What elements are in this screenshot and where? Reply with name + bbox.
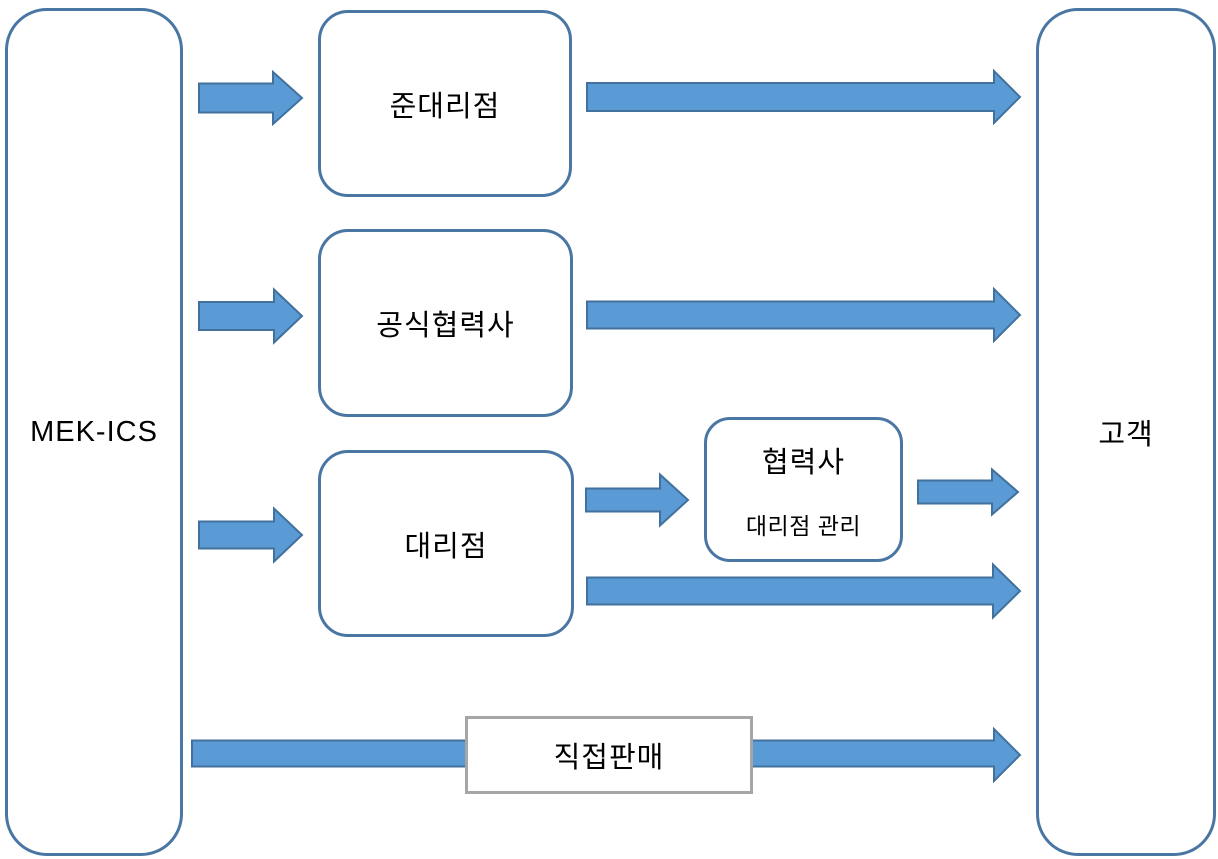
node-customer: 고객 bbox=[1036, 8, 1216, 856]
node-mek-ics: MEK-ICS bbox=[5, 8, 183, 856]
node-official-partner-label: 공식협력사 bbox=[376, 310, 515, 342]
node-agency: 대리점 bbox=[318, 450, 574, 637]
node-partner-mgmt: 협력사 대리점 관리 bbox=[704, 417, 903, 562]
node-partner-mgmt-label: 협력사 bbox=[761, 446, 846, 479]
node-direct-sales: 직접판매 bbox=[465, 716, 753, 794]
node-partner-mgmt-sublabel: 대리점 관리 bbox=[745, 512, 862, 539]
node-official-partner: 공식협력사 bbox=[318, 229, 573, 417]
arrow-semi-agency-to-customer bbox=[586, 68, 1022, 126]
arrow-agency-to-customer bbox=[586, 562, 1022, 620]
node-customer-label: 고객 bbox=[1098, 419, 1154, 451]
arrow-source-to-official-partner bbox=[198, 287, 304, 345]
node-agency-label: 대리점 bbox=[404, 530, 488, 563]
node-semi-agency: 준대리점 bbox=[318, 10, 572, 197]
arrow-source-to-semi-agency bbox=[198, 69, 304, 127]
arrow-source-to-agency bbox=[198, 506, 304, 564]
node-mek-ics-label: MEK-ICS bbox=[30, 415, 158, 448]
arrow-partner-mgmt-to-customer bbox=[917, 467, 1020, 517]
node-semi-agency-label: 준대리점 bbox=[389, 90, 501, 123]
arrow-agency-to-partner-mgmt bbox=[585, 472, 690, 528]
node-direct-sales-label: 직접판매 bbox=[553, 742, 665, 774]
arrow-official-partner-to-customer bbox=[586, 286, 1022, 344]
